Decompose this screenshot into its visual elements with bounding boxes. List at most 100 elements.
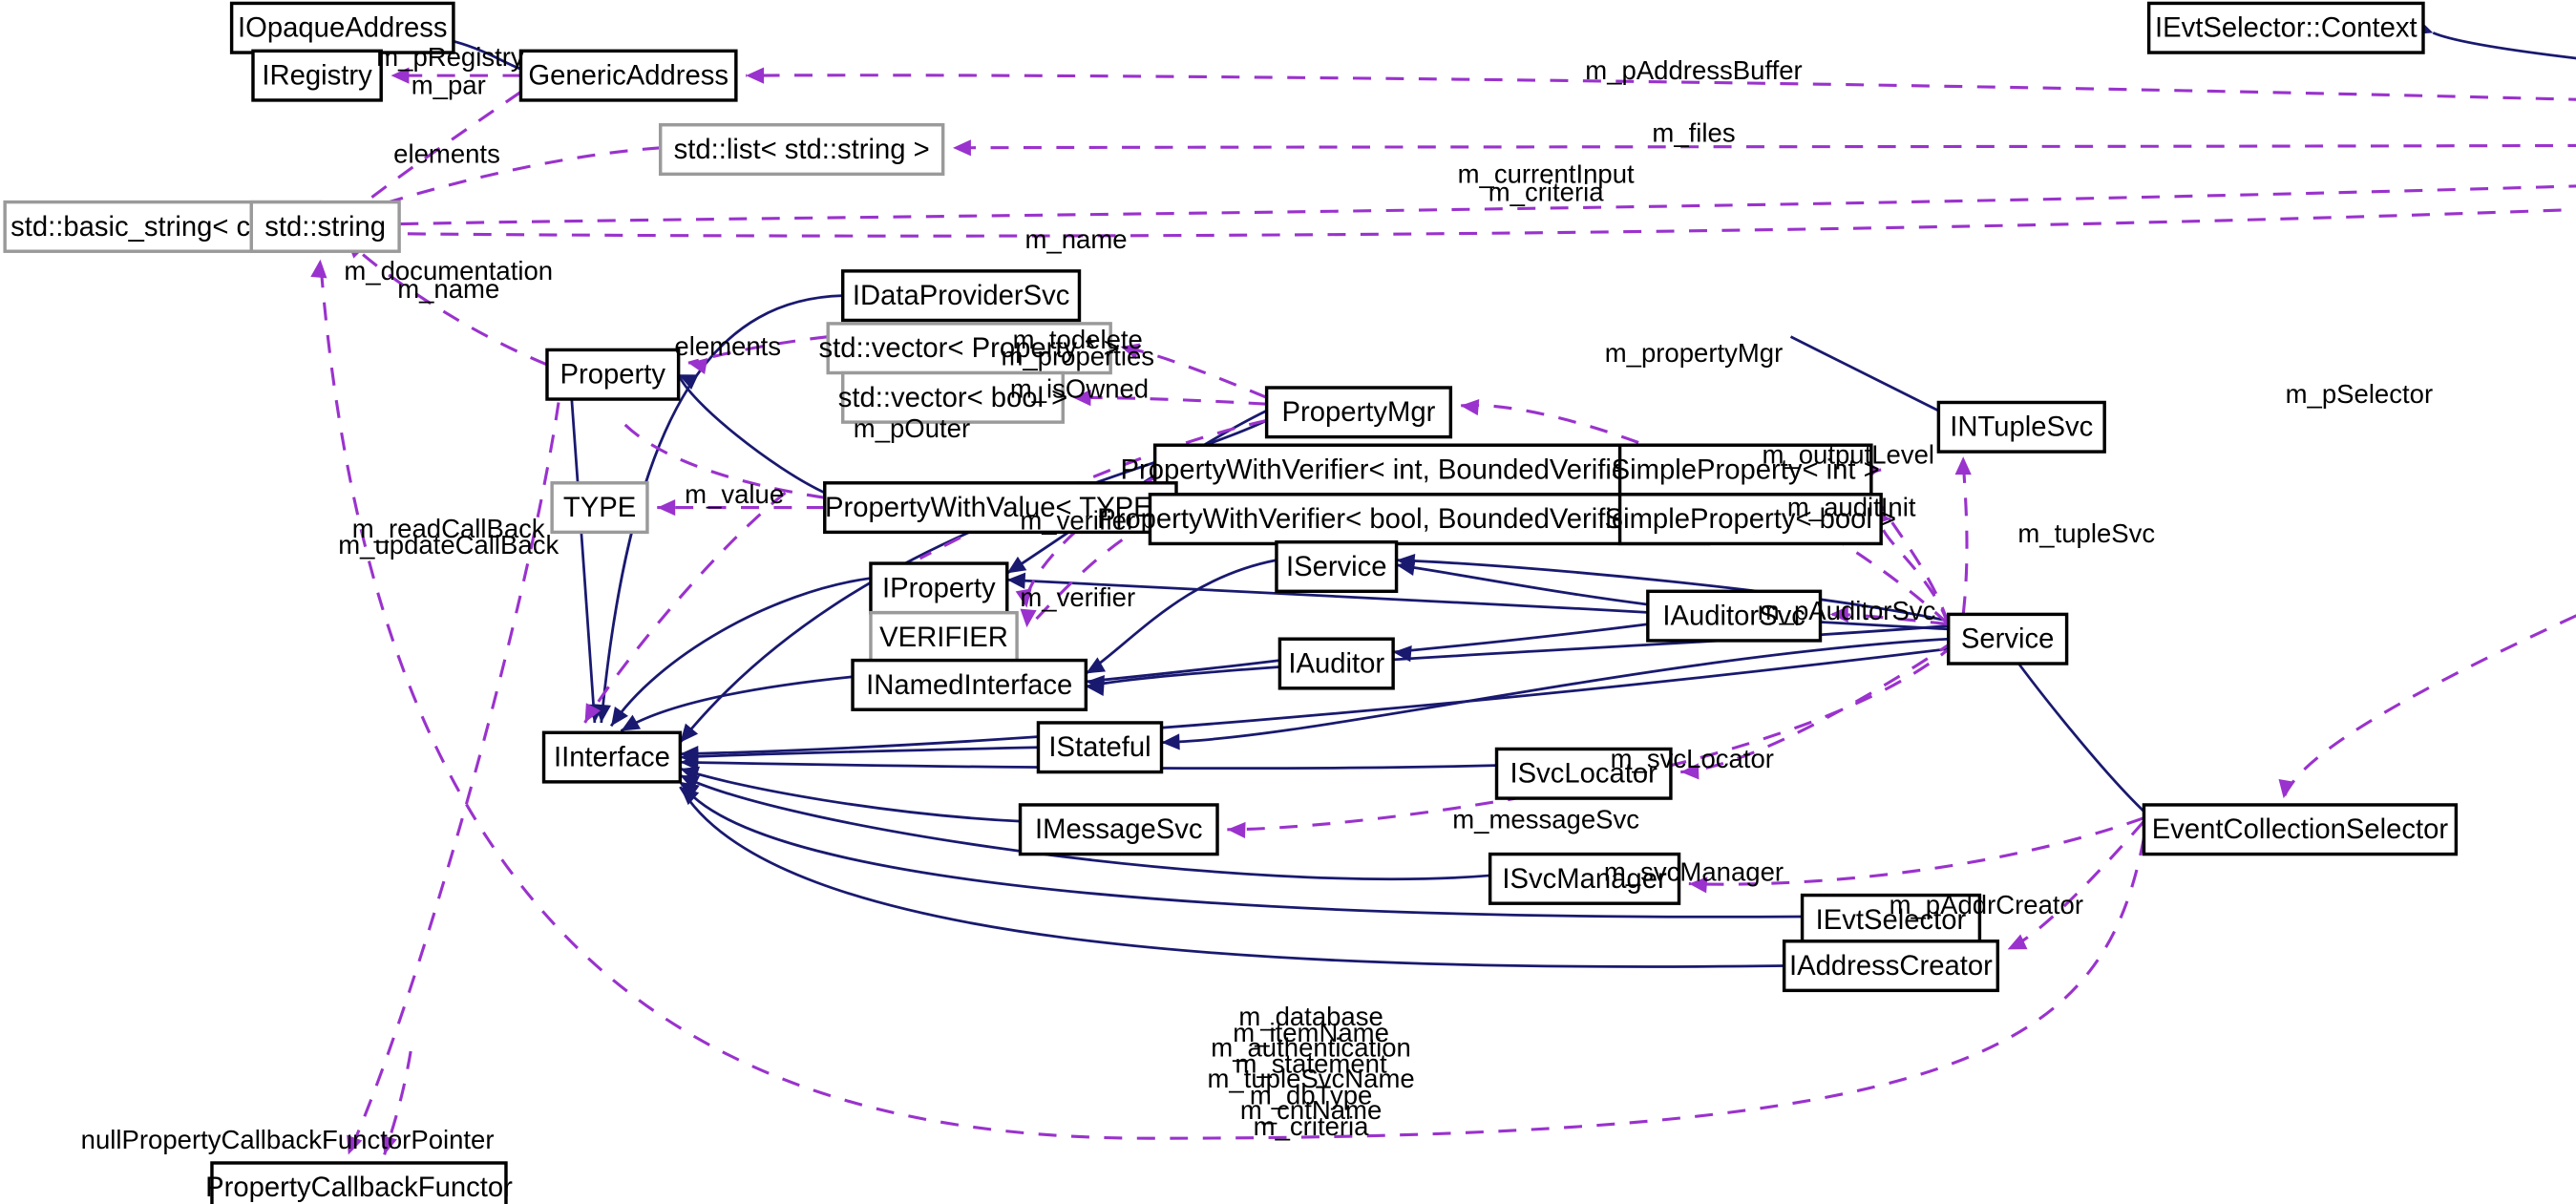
node-box [1617,493,1883,546]
node-label: IMessageSvc [1035,814,1203,845]
edge-label-m_verifier_1: m_verifier [1020,505,1135,535]
class-node-type[interactable]: TYPE [550,481,649,535]
node-label: IService [1286,552,1387,582]
node-label: Service [1961,624,2054,655]
node-box [1018,803,1219,856]
class-node-propertymgr[interactable]: PropertyMgr [1264,386,1453,439]
node-box [249,200,401,253]
class-node-iservice[interactable]: IService [1275,539,1399,594]
node-label: IAuditor [1288,648,1384,679]
class-node-propertycallbackfunctor[interactable]: PropertyCallbackFunctor [205,1161,513,1204]
node-label: IOpaqueAddress [238,13,447,44]
node-box [1036,721,1164,774]
class-node-iauditorsvc[interactable]: IAuditorSvc [1646,589,1823,643]
class-node-iopaqueaddress[interactable]: IOpaqueAddress [229,1,455,54]
node-label: PropertyMgr [1282,397,1436,428]
node-box [1936,400,2106,454]
node-box [251,49,383,102]
class-node-simpleproperty_int[interactable]: SimpleProperty< int > [1612,443,1880,496]
edge-label-m_readcallback: m_readCallBack [352,514,545,543]
node-box [2146,1,2425,54]
node-box [1494,747,1673,800]
edge-label-m_pauditorsvc: m_pAuditorSvc [1758,596,1936,625]
edge-label-elements_prop: elements [674,331,781,361]
class-node-isvclocator[interactable]: ISvcLocator [1494,747,1673,800]
node-label: GenericAddress [528,61,728,92]
class-node-isvcmanager[interactable]: ISvcManager [1488,852,1681,905]
edge-label-m_par: m_par [412,70,486,99]
edge-label-m_propertymgr: m_propertyMgr [1605,338,1784,368]
class-node-iaddresscreator[interactable]: IAddressCreator [1782,940,2000,993]
edge-label-m_verifier_2: m_verifier [1020,582,1135,612]
node-label: IRegistry [262,61,372,92]
class-node-ievtselectorcontext[interactable]: IEvtSelector::Context [2146,1,2425,54]
node-label: EventCollectionSelector [2152,814,2449,845]
class-node-stdstring[interactable]: std::string [249,200,401,253]
inheritance-edges [251,18,2576,968]
edge-label-m_updatecallback: m_updateCallBack [338,530,559,560]
node-box [658,123,945,177]
class-node-iproperty[interactable]: IProperty [869,561,1009,615]
node-box [550,481,649,535]
node-label: IProperty [882,573,996,603]
node-label: ISvcLocator [1510,759,1658,790]
class-node-idataprovidersvc[interactable]: IDataProviderSvc [840,269,1082,323]
node-box [869,561,1009,615]
node-box [545,348,681,401]
class-node-iregistry[interactable]: IRegistry [251,49,383,102]
node-label: TYPE [563,493,636,523]
class-node-stdvector_bool[interactable]: std::vector< bool > [838,370,1068,424]
node-box [1275,539,1399,594]
node-box [1488,852,1681,905]
edge-label-m_paddressbuffer: m_pAddressBuffer [1585,55,1802,85]
edge-label-m_dbtype: m_dbType [1250,1080,1372,1109]
edge-label-elements_top: elements [393,139,500,169]
node-label: SimpleProperty< int > [1612,454,1880,485]
edge-label-m_database: m_database [1238,1002,1383,1031]
class-node-stdvector_property[interactable]: std::vector< Property * > [819,322,1120,375]
node-box [1946,612,2069,665]
node-label: PropertyWithValue< TYPE > [825,493,1176,523]
node-label: INTupleSvc [1950,412,2093,443]
class-node-intuplesvc[interactable]: INTupleSvc [1936,400,2106,454]
node-label: IInterface [554,743,670,773]
node-box [229,1,455,54]
edge-label-m_outputlevel: m_outputLevel [1762,440,1934,470]
class-node-iauditor[interactable]: IAuditor [1277,637,1395,690]
node-box [2142,803,2459,856]
edge-label-m_criteria_bot: m_criteria [1254,1111,1369,1141]
class-node-eventcollectionselector[interactable]: EventCollectionSelector [2142,803,2459,856]
node-label: IDataProviderSvc [853,281,1069,311]
edge-label-m_cntname: m_cntName [1240,1095,1382,1125]
class-node-genericaddress[interactable]: GenericAddress [518,49,738,102]
node-label: IEvtSelector::Context [2155,13,2418,44]
class-node-istateful[interactable]: IStateful [1036,721,1164,774]
edge-label-m_documentation: m_documentation [344,256,553,285]
edge-label-m_todelete: m_todelete [1013,325,1143,354]
class-node-iinterface[interactable]: IInterface [541,730,683,784]
class-node-stdlist_string[interactable]: std::list< std::string > [658,123,945,177]
edge-label-m_isowned: m_isOwned [1010,374,1149,404]
node-box [210,1161,508,1204]
edge-label-m_value: m_value [685,479,784,509]
edge-label-m_files: m_files [1652,117,1735,147]
class-node-simpleproperty_bool[interactable]: SimpleProperty< bool > [1605,493,1897,546]
class-node-inamedinterface[interactable]: INamedInterface [851,658,1088,711]
edge-label-m_itemname: m_itemName [1233,1018,1389,1047]
node-box [1782,940,2000,993]
class-node-ievtselector[interactable]: IEvtSelector [1800,893,1982,946]
class-node-service[interactable]: Service [1946,612,2069,665]
edge-label-m_paddrcreator: m_pAddrCreator [1890,890,2083,919]
class-node-imessagesvc[interactable]: IMessageSvc [1018,803,1219,856]
edge-label-nullpropertycallbackfunctorpointer: nullPropertyCallbackFunctorPointer [81,1125,495,1154]
edge-label-m_messagesvc: m_messageSvc [1452,804,1639,834]
node-box [518,49,738,102]
edge-label-m_tuplesvcname: m_tupleSvcName [1208,1064,1415,1093]
edge-label-m_name_prop: m_name [397,274,499,304]
class-node-property[interactable]: Property [545,348,681,401]
class-node-propertywithvalue[interactable]: PropertyWithValue< TYPE > [823,481,1178,535]
class-node-verifier[interactable]: VERIFIER [869,610,1019,665]
